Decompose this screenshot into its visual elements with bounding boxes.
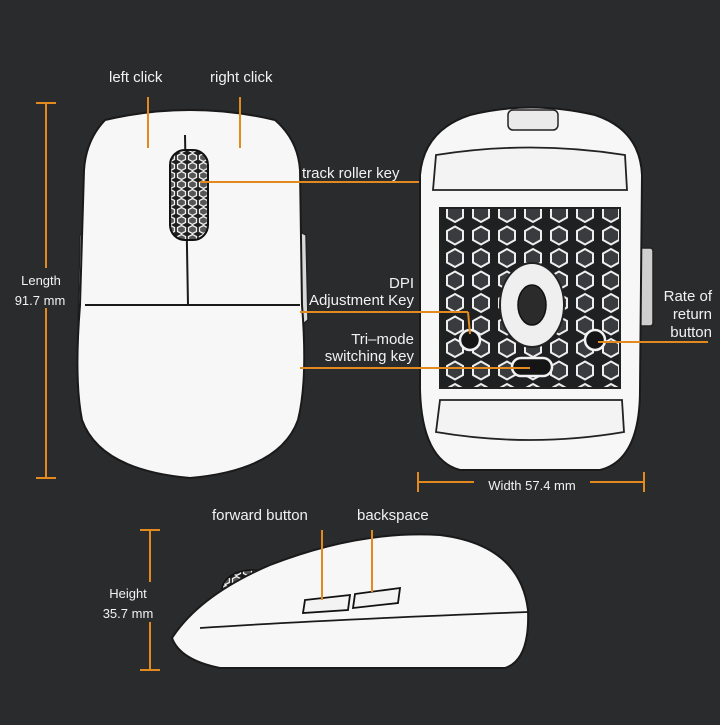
length-value: 91.7 mm (14, 293, 66, 308)
dpi-label-line1: DPI (388, 275, 414, 292)
scroll-wheel (169, 149, 209, 241)
forward-button-shape (301, 593, 352, 614)
height-label-bg (96, 582, 160, 622)
left-click-label: left click (109, 69, 163, 86)
forward-button-label: forward button (212, 507, 308, 524)
height-value: 35.7 mm (102, 606, 154, 621)
rate-label-line1: Rate of (663, 288, 712, 305)
height-label: Height (109, 586, 147, 601)
length-label: Length (21, 273, 61, 288)
track-roller-key-label: track roller key (302, 165, 400, 182)
rate-label-line2: return (672, 306, 712, 323)
dpi-label-line2: Adjustment Key (308, 292, 414, 309)
width-label: Width 57.4 mm (488, 478, 576, 493)
top-view-mouse (76, 109, 309, 480)
trimode-label-line2: switching key (324, 348, 414, 365)
rate-label-line3: button (670, 324, 712, 341)
side-view-mouse (170, 533, 530, 669)
width-label-bg (474, 476, 590, 496)
rate-button (583, 328, 607, 352)
bottom-view-mouse (419, 106, 654, 471)
backspace-button-shape (351, 586, 402, 610)
backspace-label: backspace (357, 507, 429, 524)
right-click-label: right click (210, 69, 273, 86)
trimode-label-line1: Tri–mode (351, 331, 414, 348)
length-label-bg (10, 268, 72, 308)
